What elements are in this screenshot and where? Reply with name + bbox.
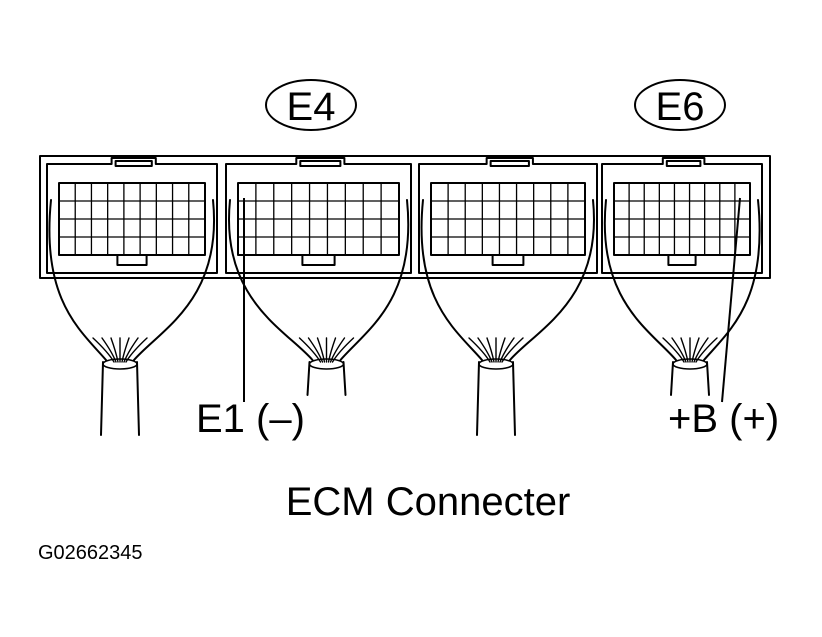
wire-harness-2 (227, 199, 410, 396)
wire-harness-4 (603, 199, 761, 396)
wire-harness-3 (420, 199, 596, 436)
connector-block-4 (601, 157, 763, 274)
figure-code: G02662345 (38, 542, 143, 564)
b-leader-line (721, 197, 741, 403)
diagram-caption: ECM Connecter (286, 480, 571, 524)
e1-ground-label: E1 (–) (196, 397, 305, 441)
badge-e6-label: E6 (656, 85, 705, 129)
connector-block-1 (46, 157, 218, 274)
connector-badge-e4: E4 (265, 79, 357, 131)
b-battery-label: +B (+) (668, 397, 779, 441)
connector-block-2 (225, 157, 412, 274)
connector-badge-e6: E6 (634, 79, 726, 131)
connector-housing (39, 155, 771, 279)
wire-harness-1 (48, 199, 216, 436)
badge-e4-label: E4 (287, 85, 336, 129)
connector-block-3 (418, 157, 598, 274)
